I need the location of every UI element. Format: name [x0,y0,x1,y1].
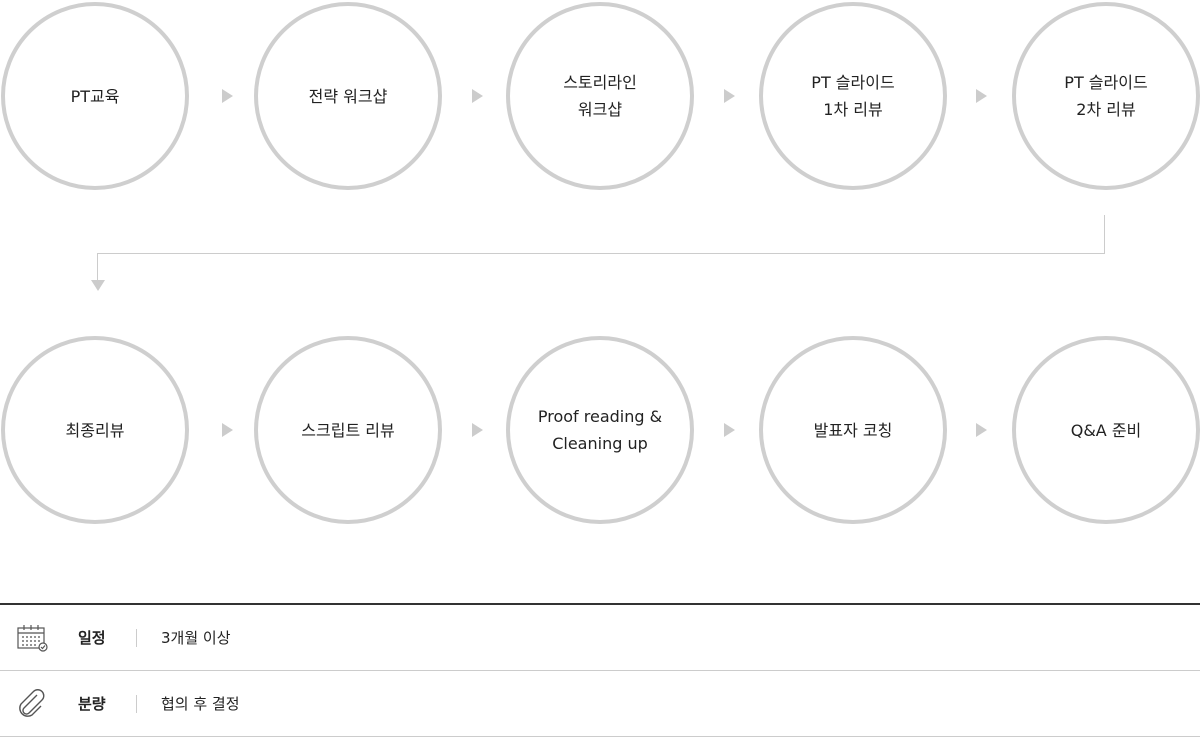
step-circle: 최종리뷰 [1,336,189,524]
arrow-right-icon [472,89,483,103]
divider [136,628,137,647]
step-circle: PT 슬라이드 1차 리뷰 [759,2,947,190]
calendar-icon [14,624,50,652]
connector-arrow-icon [91,280,105,291]
connector-line [1104,215,1105,253]
info-value: 협의 후 결정 [161,695,240,713]
connector-line [97,253,98,281]
step-circle: 전략 워크샵 [254,2,442,190]
arrow-right-icon [724,423,735,437]
step-label: PT 슬라이드 2차 리뷰 [1064,73,1148,119]
step-label: Proof reading & Cleaning up [537,407,663,453]
arrow-right-icon [976,423,987,437]
divider [136,694,137,713]
info-value: 3개월 이상 [161,629,231,647]
step-circle: Q&A 준비 [1012,336,1200,524]
info-row-schedule: 일정 3개월 이상 [0,605,1200,671]
info-row-volume: 분량 협의 후 결정 [0,671,1200,737]
arrow-right-icon [222,423,233,437]
connector-line [97,253,1105,254]
arrow-right-icon [472,423,483,437]
step-label: 최종리뷰 [65,420,125,440]
step-circle: PT 슬라이드 2차 리뷰 [1012,2,1200,190]
step-label: 스크립트 리뷰 [301,420,395,440]
step-label: PT 슬라이드 1차 리뷰 [811,73,895,119]
info-label: 일정 [78,629,106,647]
arrow-right-icon [976,89,987,103]
paperclip-icon [14,688,50,719]
step-circle: 스크립트 리뷰 [254,336,442,524]
step-label: Q&A 준비 [1070,420,1142,440]
arrow-right-icon [724,89,735,103]
arrow-right-icon [222,89,233,103]
step-circle: PT교육 [1,2,189,190]
step-label: 발표자 코칭 [813,420,893,440]
step-label: 스토리라인 워크샵 [563,73,637,119]
step-circle: 스토리라인 워크샵 [506,2,694,190]
step-circle: 발표자 코칭 [759,336,947,524]
step-circle: Proof reading & Cleaning up [506,336,694,524]
step-label: 전략 워크샵 [308,86,388,106]
info-label: 분량 [78,695,106,713]
info-table: 일정 3개월 이상 분량 협의 후 결정 [0,603,1200,737]
step-label: PT교육 [70,86,120,106]
